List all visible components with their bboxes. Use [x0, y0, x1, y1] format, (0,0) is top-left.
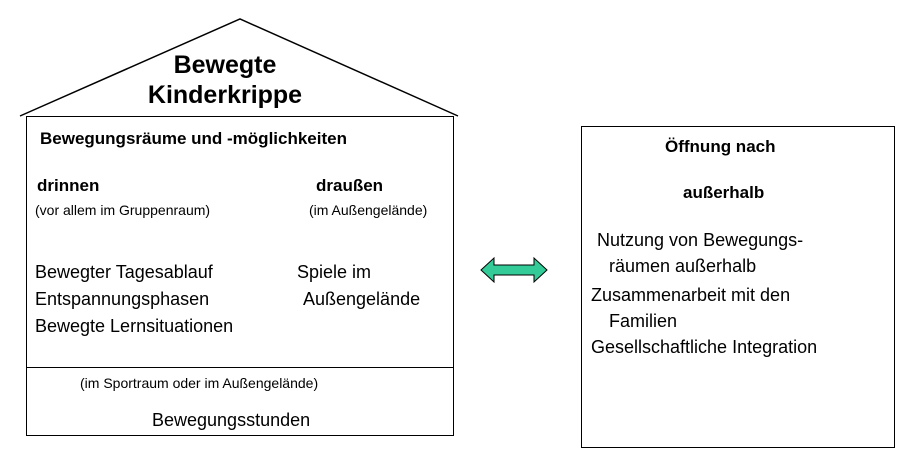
- bottom-note: (im Sportraum oder im Außengelände): [80, 375, 319, 391]
- inside-title: drinnen: [37, 176, 100, 195]
- outside-item-games: Spiele im: [297, 262, 372, 282]
- inside-item-relaxation: Entspannungsphasen: [35, 289, 210, 309]
- house-divider: [26, 367, 454, 368]
- opening-item-use-spaces: Nutzung von Bewegungs-: [597, 230, 804, 250]
- opening-item-cooperation: Zusammenarbeit mit den: [591, 285, 791, 305]
- outside-item-grounds: Außengelände: [303, 289, 421, 309]
- inside-note: (vor allem im Gruppenraum): [35, 202, 211, 218]
- opening-item-families: Familien: [609, 311, 678, 331]
- opening-title-line2: außerhalb: [683, 183, 765, 202]
- outside-title: draußen: [316, 176, 384, 195]
- inside-item-daily-routine: Bewegter Tagesablauf: [35, 262, 213, 282]
- inside-item-learning: Bewegte Lernsituationen: [35, 316, 234, 336]
- opening-item-integration: Gesellschaftliche Integration: [591, 337, 818, 357]
- house-title: Bewegte Kinderkrippe: [120, 50, 330, 110]
- movement-lessons-label: Bewegungsstunden: [152, 410, 311, 430]
- outside-note: (im Außengelände): [309, 202, 428, 218]
- house-body: [26, 116, 454, 436]
- movement-spaces-heading: Bewegungsräume und -möglichkeiten: [40, 129, 347, 148]
- opening-item-use-spaces-cont: räumen außerhalb: [609, 256, 757, 276]
- opening-title-line1: Öffnung nach: [665, 137, 776, 156]
- double-headed-arrow-icon: [480, 256, 548, 284]
- opening-box: [581, 126, 895, 448]
- house-title-line2: Kinderkrippe: [147, 81, 303, 109]
- house-title-line1: Bewegte: [173, 51, 277, 79]
